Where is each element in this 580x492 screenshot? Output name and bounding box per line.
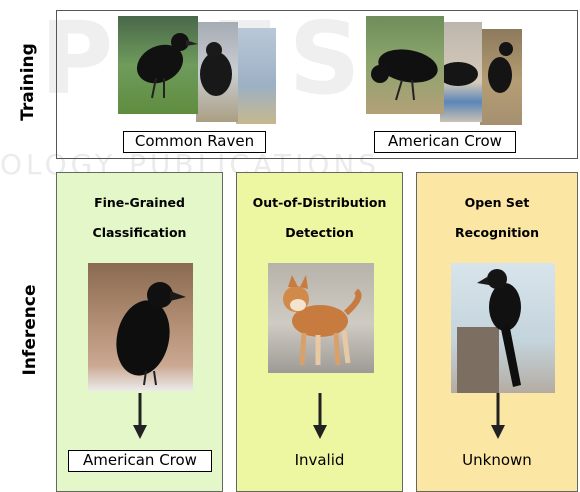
crow-photo-3 [440,22,482,122]
american-crow-label: American Crow [374,131,516,153]
panel-title-line2: Classification [57,225,222,240]
down-arrow-icon [313,393,327,439]
panel-title-line2: Detection [237,225,402,240]
crow-photo-1 [366,16,444,114]
output-label: Unknown [417,451,577,469]
down-arrow-icon [133,393,147,439]
panel-out-of-distribution-detection: Out-of-Distribution Detection Invalid [236,172,403,492]
crow-test-photo [88,263,193,391]
ani-test-photo [451,263,555,393]
panel-title-line1: Open Set [417,195,577,210]
output-label: Invalid [237,451,402,469]
down-arrow-icon [491,393,505,439]
panel-title-line2: Recognition [417,225,577,240]
panel-title-line1: Out-of-Distribution [237,195,402,210]
panel-open-set-recognition: Open Set Recognition Unknown [416,172,578,492]
raven-photo-1 [118,16,198,114]
common-raven-label: Common Raven [123,131,266,153]
crow-photo-4 [480,29,522,125]
output-label: American Crow [68,450,212,472]
dog-test-photo [268,263,374,373]
raven-photo-3 [196,22,238,122]
panel-fine-grained-classification: Fine-Grained Classification American Cro… [56,172,223,492]
raven-photo-4 [236,28,276,124]
training-section-label: Training [18,42,38,122]
panel-title-line1: Fine-Grained [57,195,222,210]
inference-section-label: Inference [20,284,40,376]
